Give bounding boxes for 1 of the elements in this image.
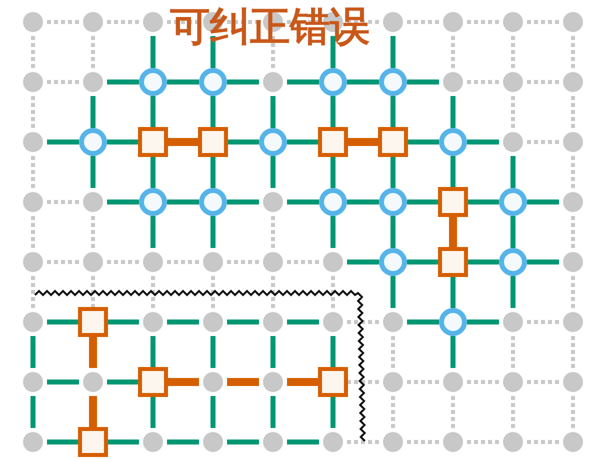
title: 可纠正错误 [169, 3, 371, 52]
